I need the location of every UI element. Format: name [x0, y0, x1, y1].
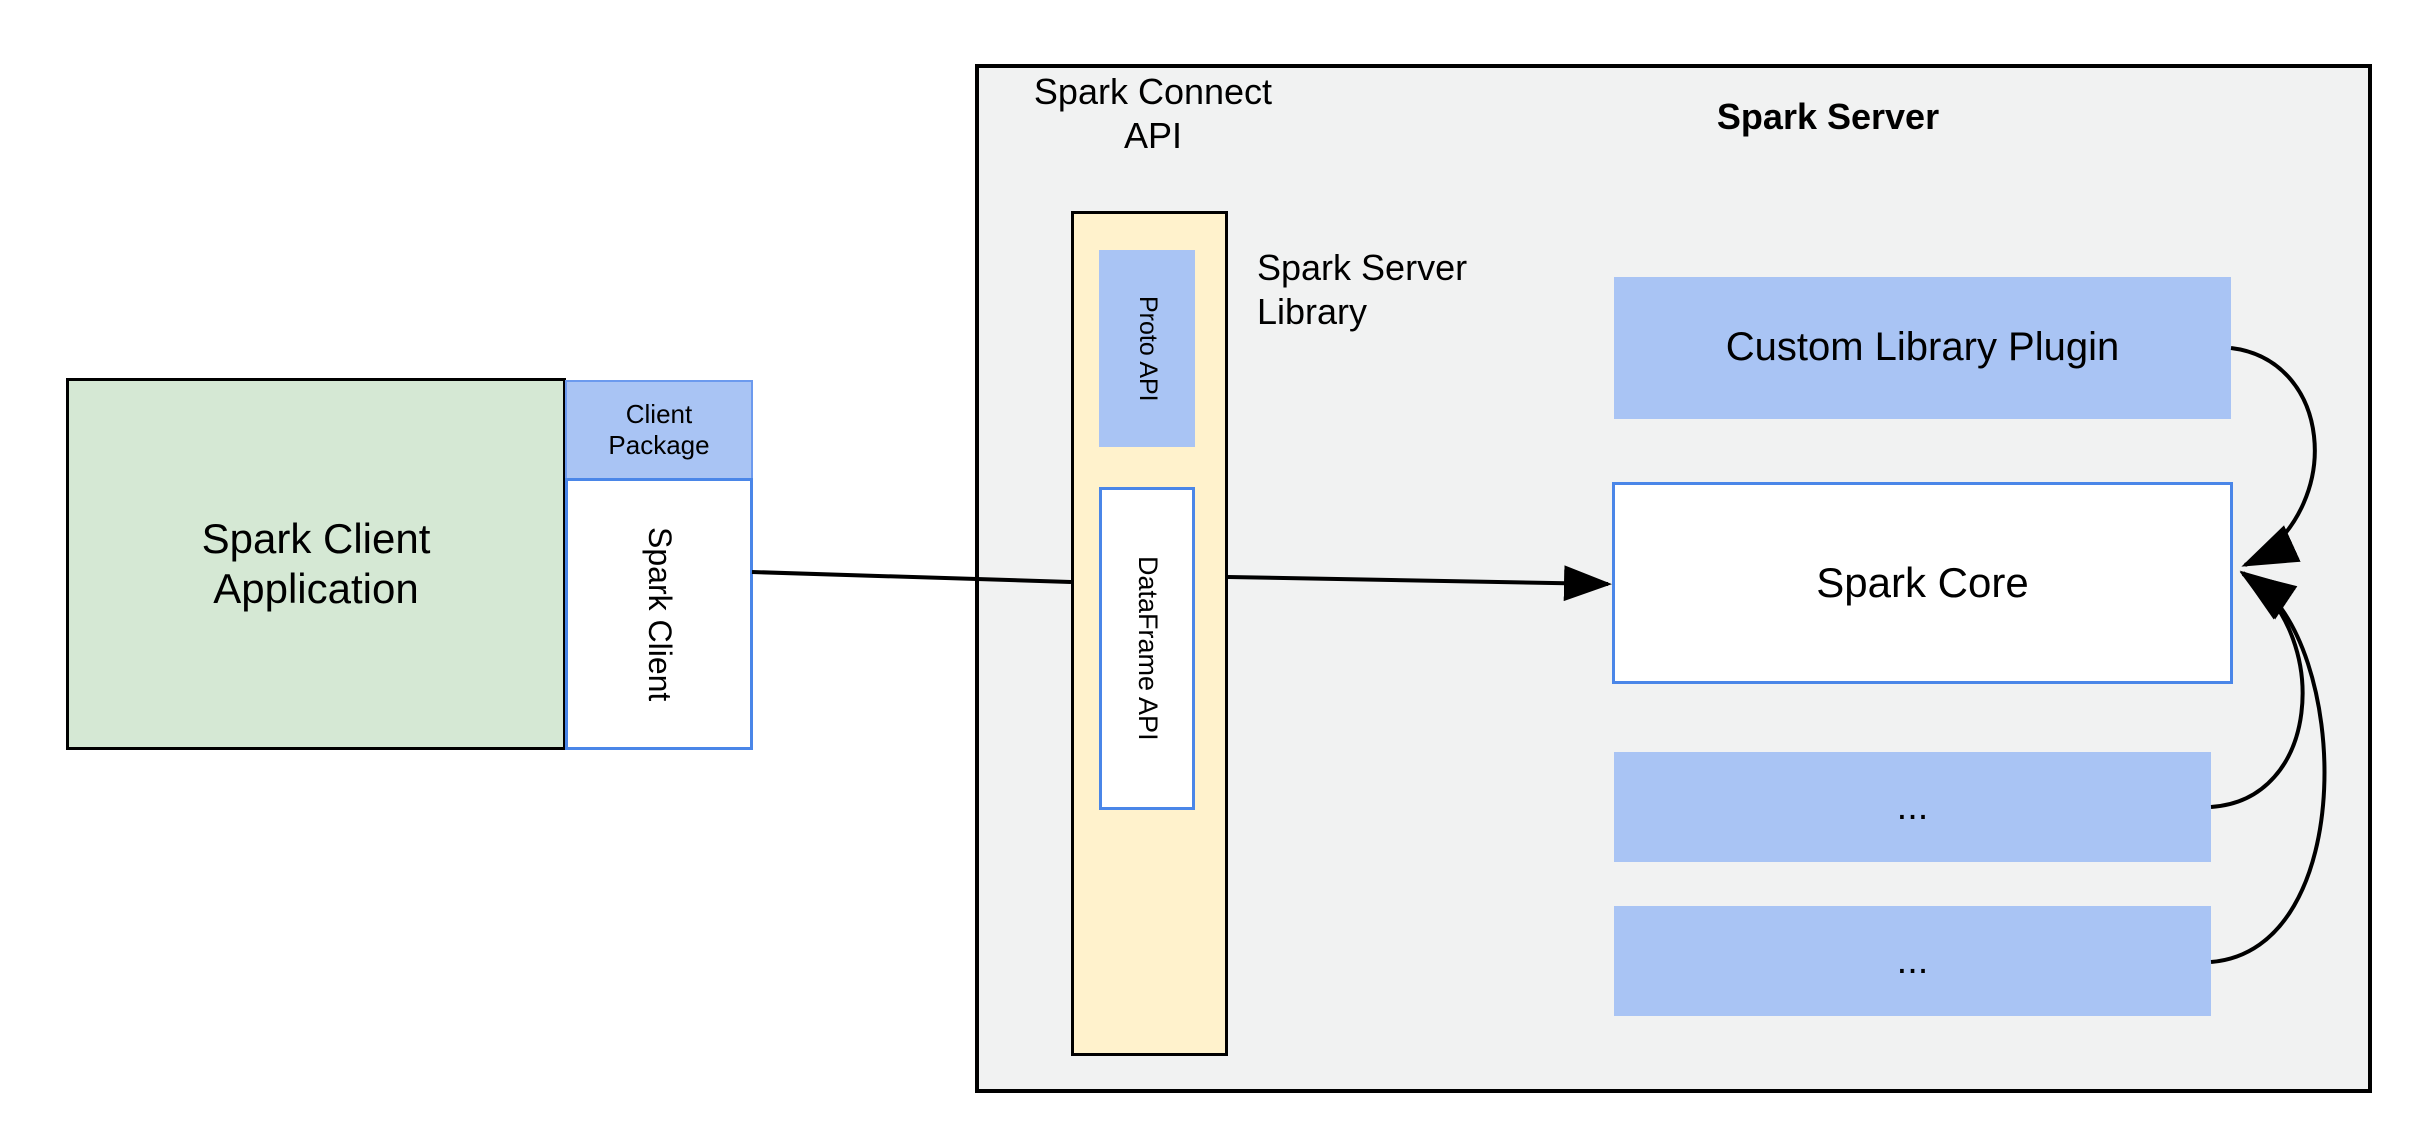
proto-api-label: Proto API — [1133, 295, 1162, 402]
spark-core-label: Spark Core — [1816, 559, 2029, 607]
additional-component-label-1: ... — [1896, 785, 1929, 828]
custom-library-plugin-label: Custom Library Plugin — [1725, 325, 2120, 370]
custom-library-plugin-box[interactable]: Custom Library Plugin — [1614, 277, 2231, 419]
client-package-box[interactable]: Client Package — [565, 380, 753, 478]
spark-client-box[interactable]: Spark Client — [565, 478, 753, 750]
dataframe-api-label: DataFrame API — [1132, 556, 1163, 741]
spark-client-label: Spark Client — [641, 526, 678, 702]
client-package-label: Client Package — [608, 399, 710, 460]
spark-core-box[interactable]: Spark Core — [1612, 482, 2233, 684]
spark-connect-api-label: Spark Connect API — [1033, 71, 1273, 156]
additional-component-label-2: ... — [1896, 939, 1929, 982]
additional-component-box-1[interactable]: ... — [1614, 752, 2211, 862]
dataframe-api-box[interactable]: DataFrame API — [1099, 487, 1195, 810]
additional-component-box-2[interactable]: ... — [1614, 906, 2211, 1016]
spark-server-library-label: Spark Server Library — [1257, 247, 1468, 332]
spark-server-title: Spark Server — [1716, 96, 1940, 137]
spark-client-application-box[interactable]: Spark Client Application — [66, 378, 566, 750]
proto-api-box[interactable]: Proto API — [1099, 250, 1195, 447]
spark-client-application-label: Spark Client Application — [201, 515, 431, 612]
